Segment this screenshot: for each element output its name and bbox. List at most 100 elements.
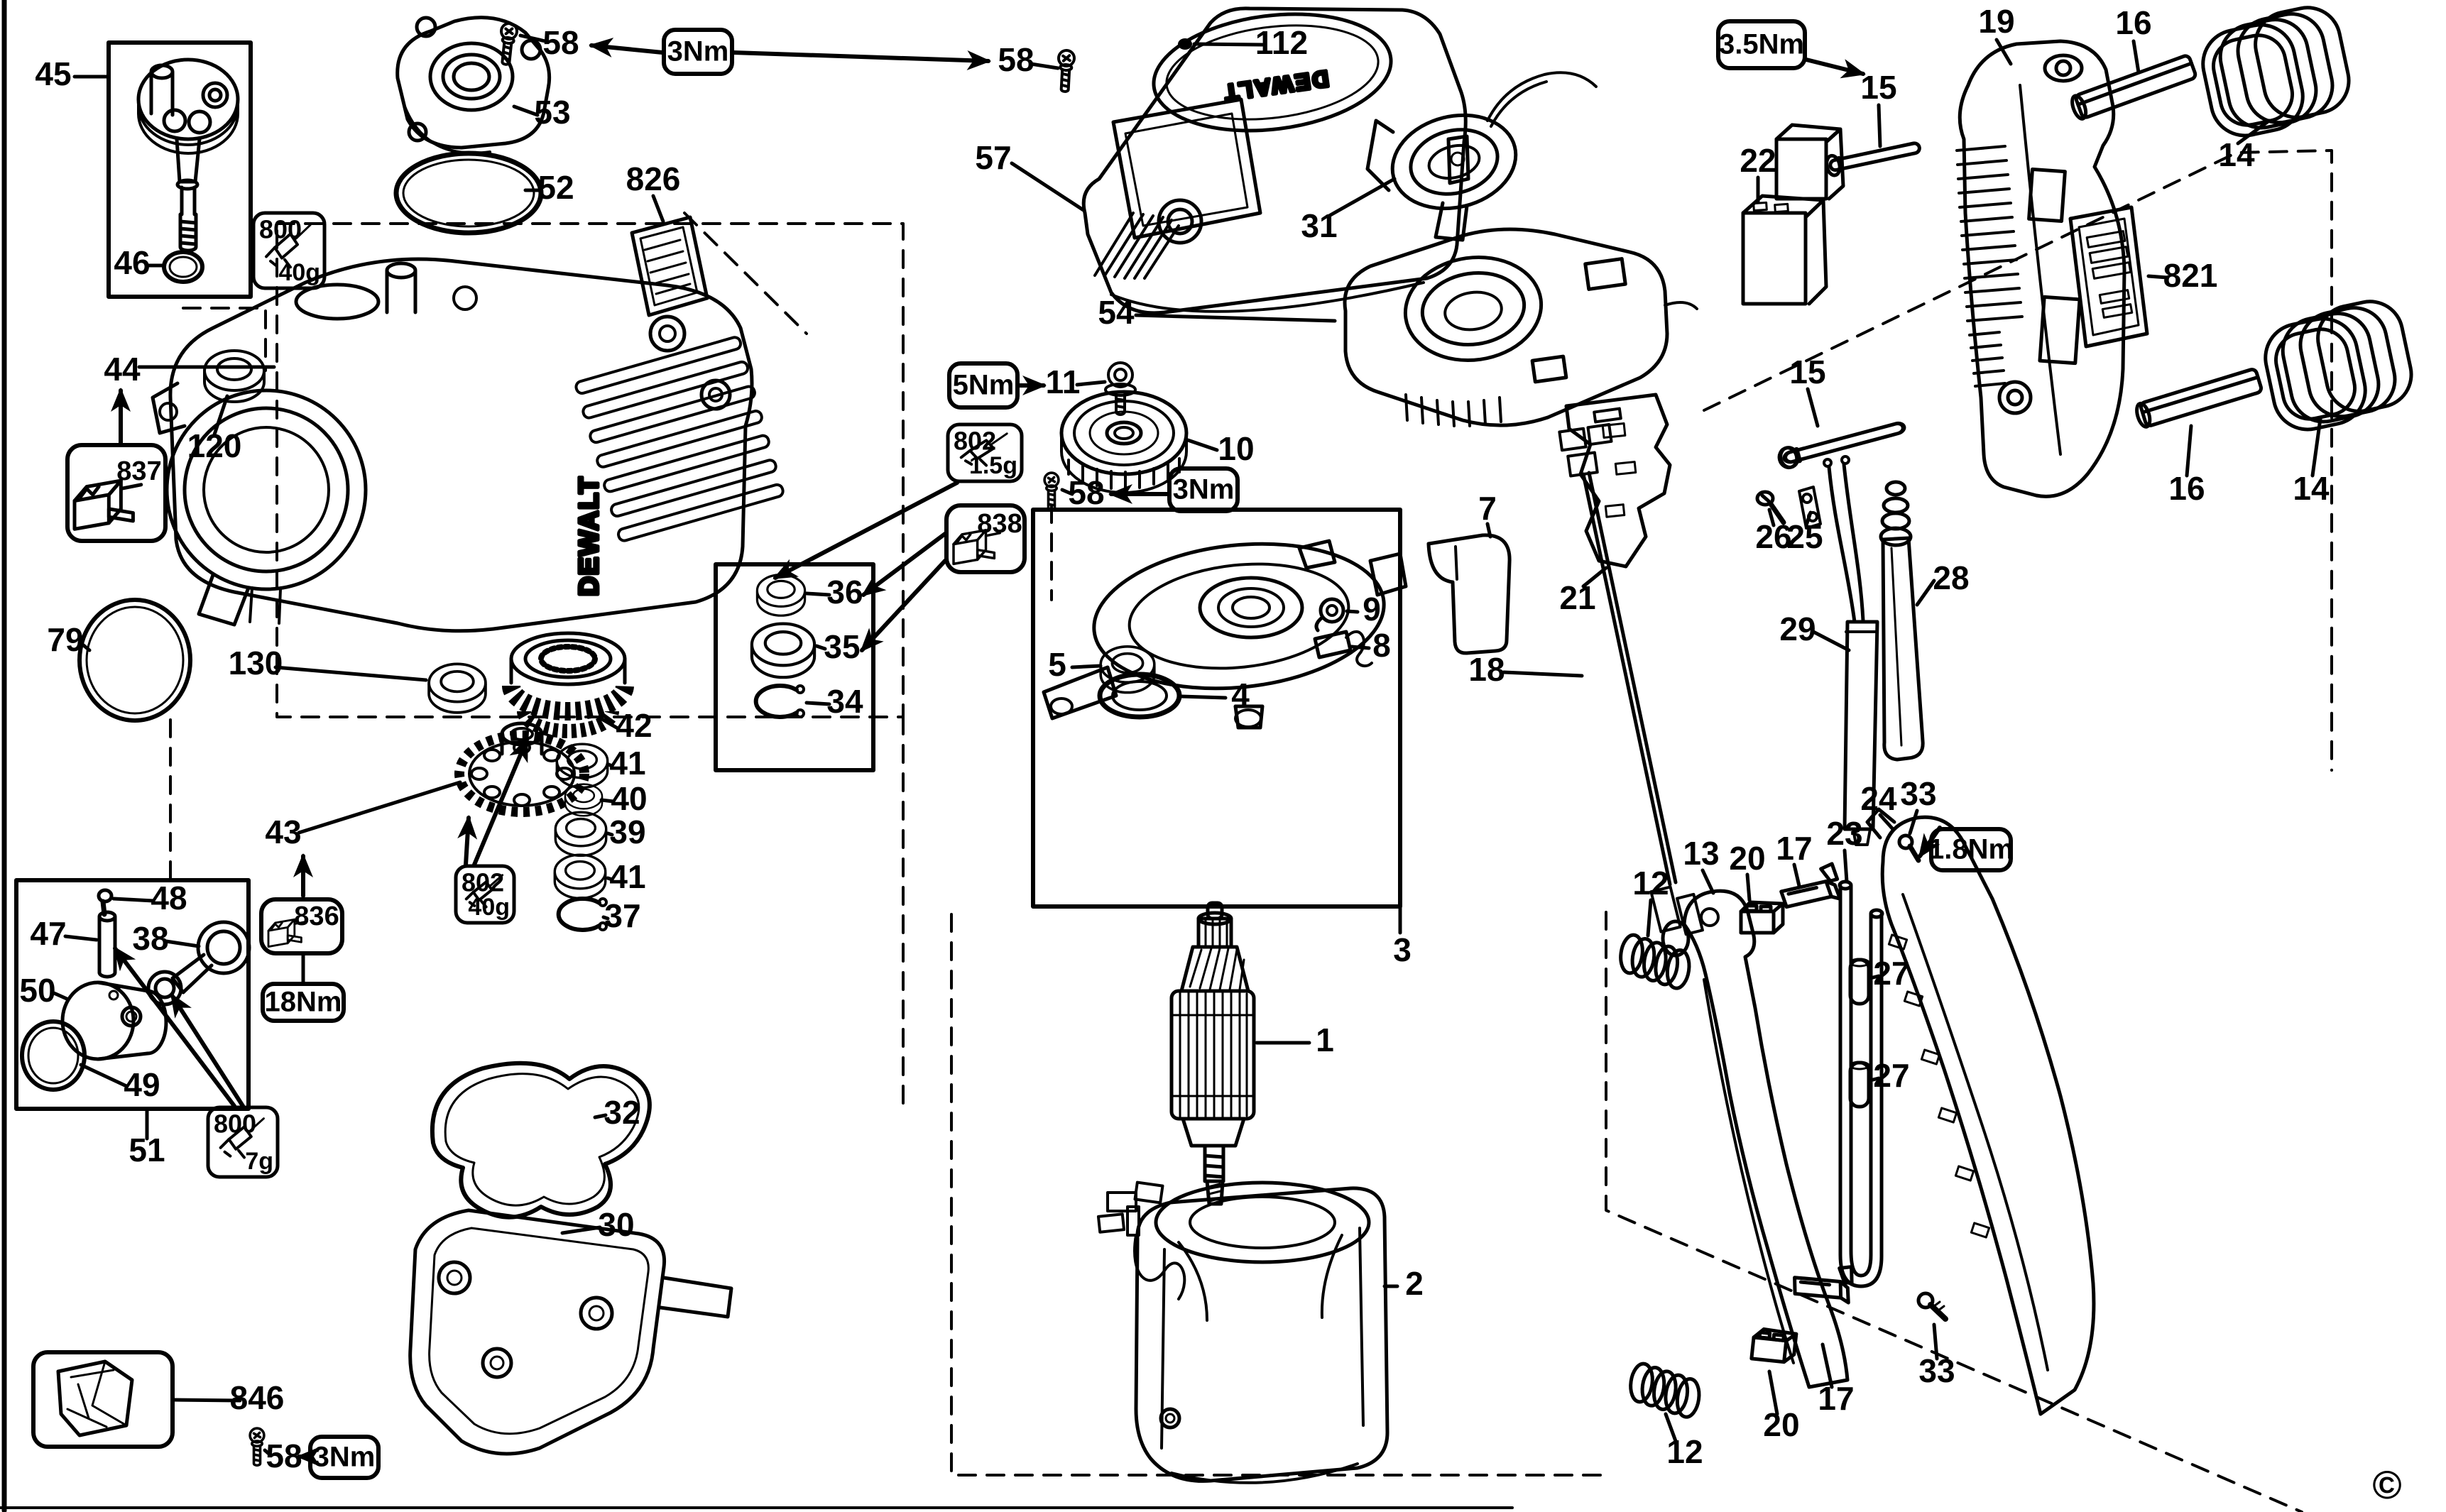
kit-sketch — [293, 920, 307, 925]
piston-box-51 — [14, 878, 251, 1111]
part-27-pin-lower — [1848, 1061, 1871, 1109]
part-label-16a: 16 — [2115, 4, 2151, 41]
part-label-38: 38 — [132, 920, 168, 957]
part-54-switch-assembly — [1343, 227, 1698, 427]
syringe-barrel — [273, 232, 299, 260]
part-label-50: 50 — [19, 972, 55, 1009]
leader-L13 — [1700, 868, 1715, 895]
part-label-20a: 20 — [1729, 840, 1765, 877]
torque-box-3nm-mid: 3Nm — [1167, 466, 1240, 513]
arrow-A-3nm-top-right — [731, 50, 991, 70]
part-label-14b: 14 — [2293, 470, 2330, 507]
kit-sketch — [976, 529, 988, 561]
leader-L5 — [1070, 664, 1103, 669]
kit-sketch — [119, 483, 143, 491]
part-label-18: 18 — [1468, 651, 1505, 688]
part-label-35: 35 — [824, 628, 860, 665]
part-label-44: 44 — [104, 351, 141, 388]
assembly-box-3 — [1031, 508, 1408, 909]
part-17-lever-top — [1779, 863, 1840, 907]
leader-L58b — [1029, 62, 1060, 70]
kit-box-frame — [944, 503, 1027, 574]
leader-L33a — [1908, 809, 1919, 836]
part-label-112: 112 — [1255, 24, 1308, 61]
kit-sketch — [956, 533, 972, 543]
part-label-11: 11 — [1046, 363, 1081, 400]
torque-value: 3Nm — [667, 36, 729, 67]
leader-L40 — [599, 798, 616, 804]
arrow-A-3nm-top-left — [589, 38, 665, 57]
part-label-2: 2 — [1405, 1265, 1424, 1302]
part-58-screw-a — [496, 21, 520, 67]
part-49-o-ring — [20, 1019, 87, 1092]
leader-L11 — [1075, 380, 1107, 387]
part-label-43: 43 — [265, 813, 301, 850]
part-52-o-ring — [393, 150, 544, 236]
part-label-42: 42 — [616, 707, 652, 744]
arrow-A-838-35 — [860, 559, 947, 652]
part-label-46: 46 — [114, 244, 150, 281]
part-45-spindle-assembly — [107, 40, 253, 299]
part-44-gear-housing: DEWALT — [151, 257, 785, 633]
part-label-20b: 20 — [1763, 1406, 1799, 1443]
grease-box-frame — [946, 422, 1024, 483]
part-label-1: 1 — [1316, 1021, 1334, 1058]
leader-L29 — [1811, 630, 1851, 652]
leader-L37 — [601, 915, 610, 921]
part-20-connector-bottom — [1752, 1328, 1796, 1363]
leader-L28 — [1915, 579, 1936, 607]
part-3-end-bell — [1042, 539, 1408, 730]
part-label-53: 53 — [534, 94, 570, 131]
part-37-circlip — [559, 899, 606, 930]
part-20-connector-top — [1741, 902, 1783, 933]
torque-box-frame — [1716, 19, 1807, 70]
part-label-17a: 17 — [1776, 830, 1812, 867]
torque-value: 3.5Nm — [1719, 29, 1804, 60]
part-33-screw-top — [1897, 833, 1921, 863]
leader-L35 — [814, 644, 827, 651]
part-41-bearing-upper — [555, 743, 609, 789]
arrow-A-800-7g-1 — [113, 946, 236, 1108]
part-label-5: 5 — [1048, 646, 1066, 683]
torque-value: 1.8Nm — [1928, 834, 2014, 865]
grease-code: 802 — [462, 868, 504, 897]
part-label-27b: 27 — [1873, 1057, 1909, 1094]
part-label-24: 24 — [1860, 780, 1897, 817]
part-label-58a: 58 — [542, 24, 579, 61]
leader-L16a — [2131, 39, 2141, 75]
leader-L12a — [1646, 898, 1653, 938]
part-label-58d: 58 — [266, 1437, 302, 1474]
part-821-label-plate — [2068, 205, 2149, 349]
leader-L58c — [1060, 488, 1074, 496]
part-826-label-plate — [630, 215, 709, 317]
part-label-57: 57 — [975, 139, 1011, 176]
kit-number: 836 — [294, 902, 339, 931]
kit-box-frame — [259, 897, 344, 955]
dashed-D-right2 — [1605, 911, 2303, 1512]
grease-amount: 40g — [278, 259, 320, 286]
kit-box-kit-837: 837 — [65, 443, 168, 543]
leader-L120 — [212, 394, 229, 437]
leader-L17a — [1792, 862, 1801, 888]
dashed-D-826 — [683, 212, 808, 335]
torque-value: 5Nm — [953, 370, 1015, 401]
part-label-16b: 16 — [2168, 470, 2205, 507]
arrow-A-800-7g-2 — [170, 992, 245, 1108]
part-25-link-plate — [1798, 486, 1822, 530]
leader-L10 — [1186, 438, 1219, 452]
torque-box-5nm: 5Nm — [947, 361, 1020, 410]
part-label-15a: 15 — [1860, 69, 1896, 106]
kit-sketch — [271, 921, 283, 930]
part-22-electronic-module — [1741, 123, 1845, 306]
leader-L23 — [1842, 848, 1849, 884]
part-12-spring-top — [1617, 933, 1693, 990]
torque-box-18nm: 18Nm — [261, 982, 346, 1023]
arrow-A-802-40g-2 — [457, 815, 478, 867]
part-label-48: 48 — [151, 880, 187, 916]
grease-box-frame — [251, 211, 327, 290]
bearing-box-36-35-34 — [714, 562, 875, 772]
leader-L15b — [1806, 387, 1820, 428]
part-33-screw-bottom — [1916, 1291, 1948, 1322]
part-21-latch-lever — [1564, 393, 1672, 569]
part-label-54: 54 — [1098, 294, 1135, 331]
